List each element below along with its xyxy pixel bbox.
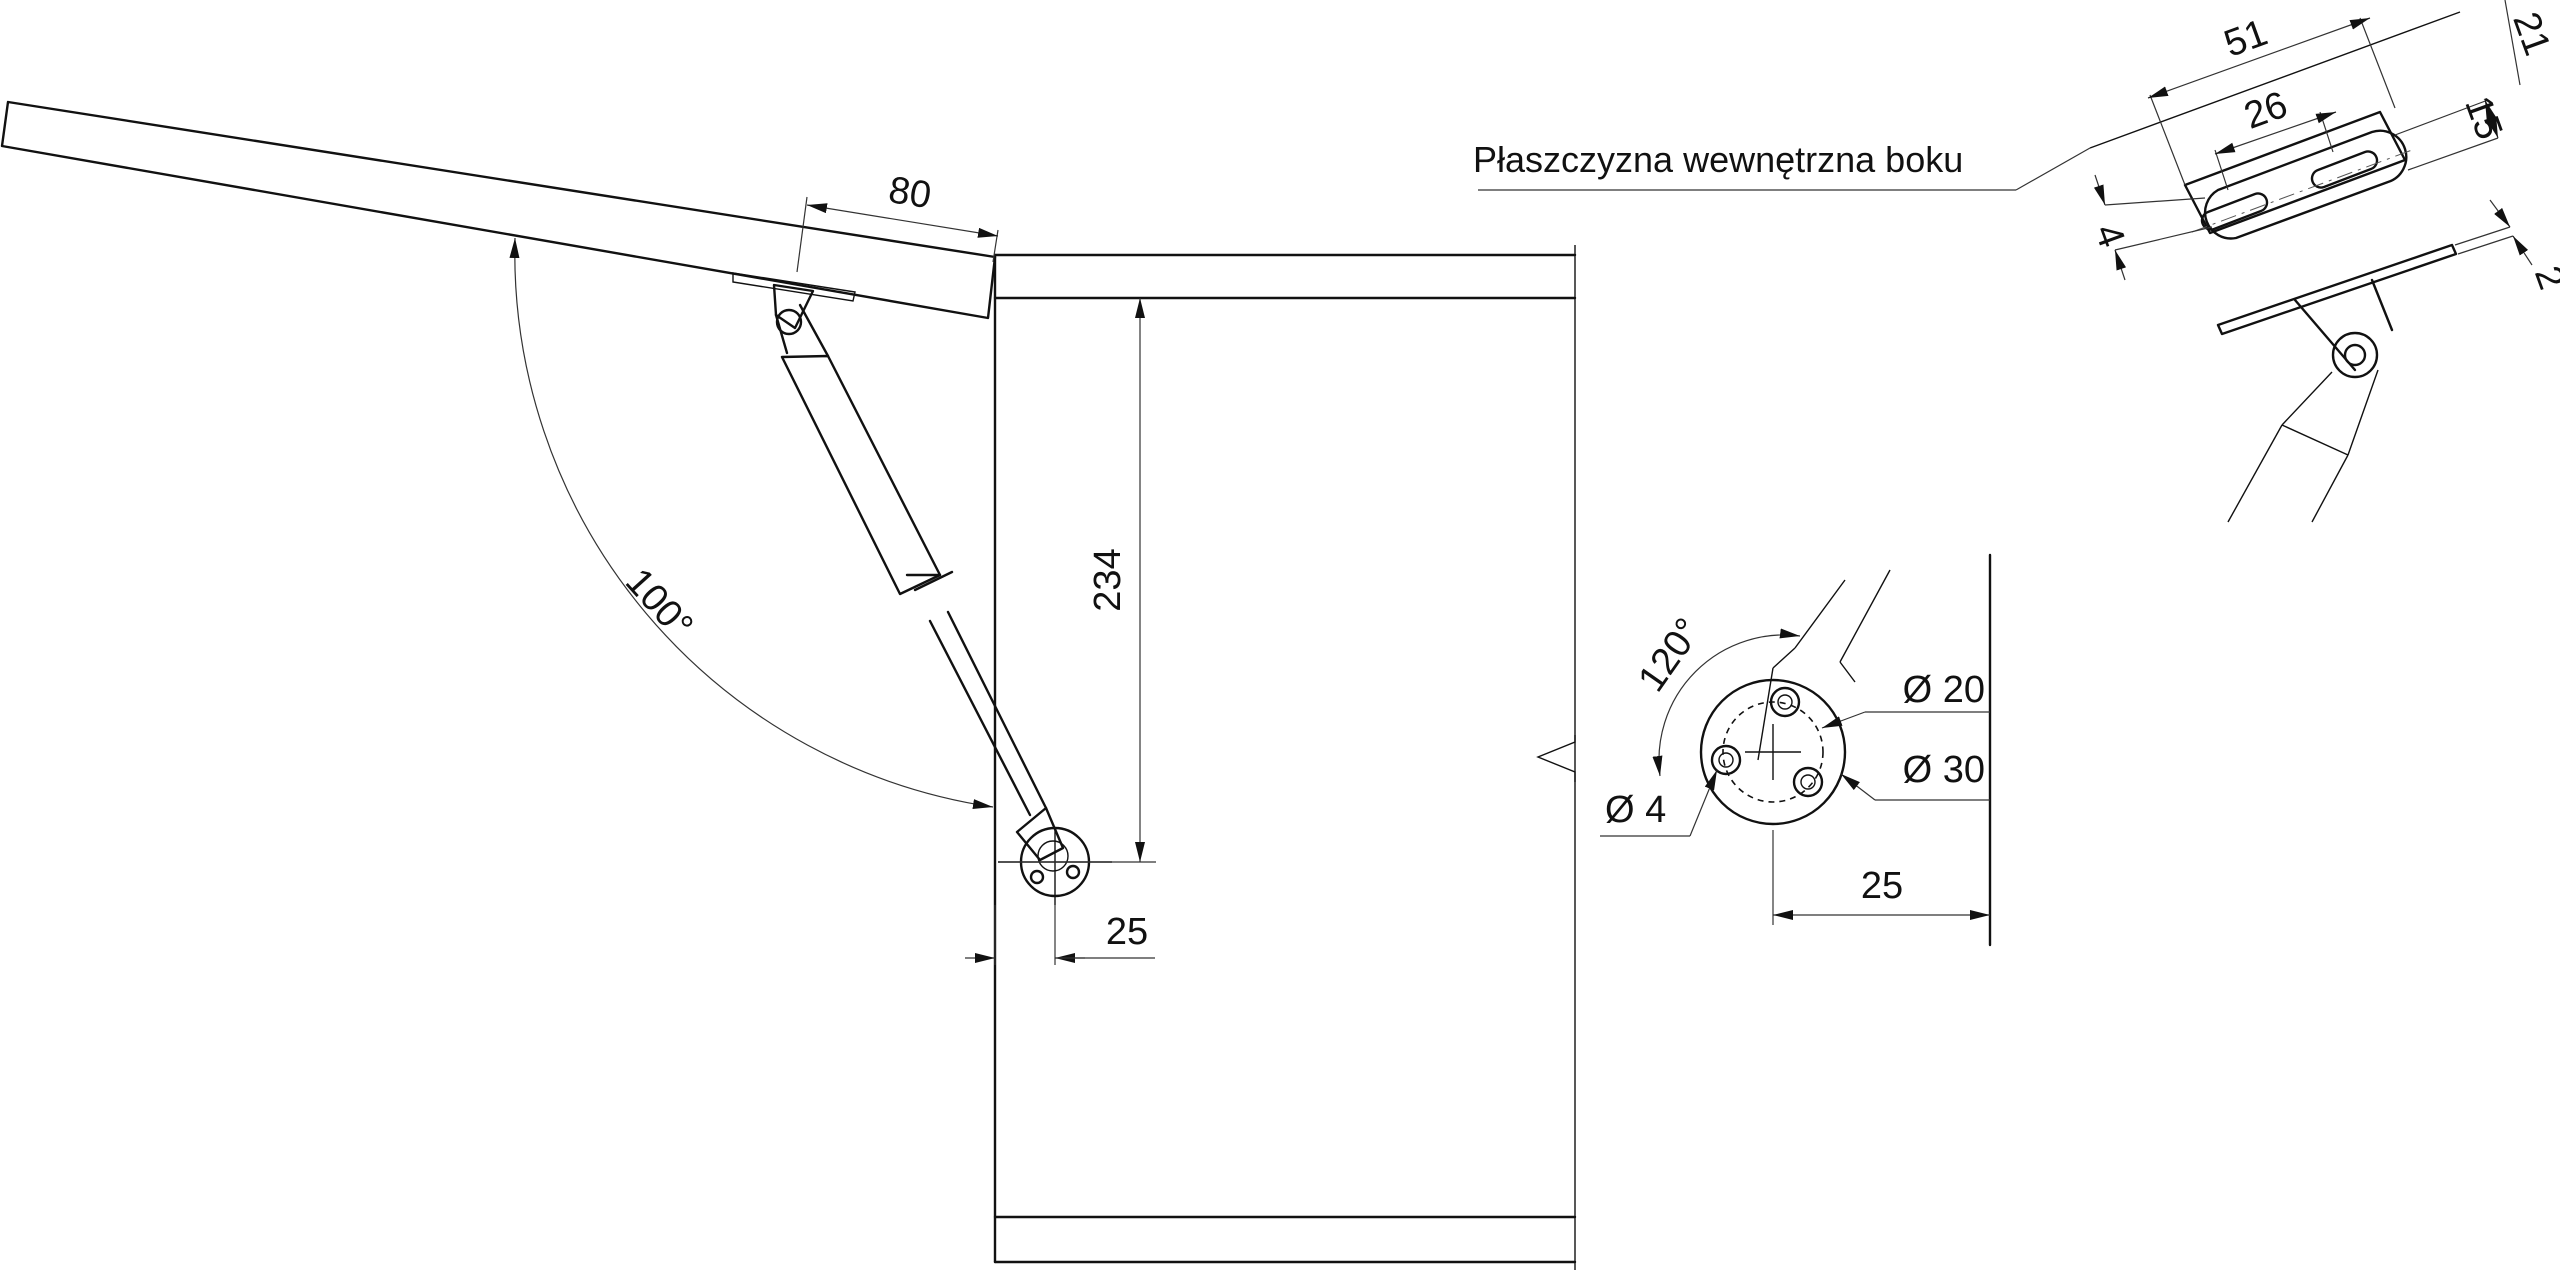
gas-strut bbox=[774, 303, 1048, 817]
dimension-pivot-offset-main: 25 bbox=[965, 905, 1155, 965]
bracket-plate-top-view bbox=[2183, 110, 2413, 240]
dimension-pitch-diameter: Ø 20 bbox=[1821, 669, 1990, 729]
crosshair-icon bbox=[998, 828, 1112, 905]
inner-side-plane-caption: Płaszczyzna wewnętrzna boku bbox=[1473, 139, 1963, 180]
dimension-label-pitch-diameter: Ø 20 bbox=[1903, 669, 1985, 711]
dimension-label-pivot-offset-main: 25 bbox=[1106, 911, 1148, 953]
cabinet-side-panel bbox=[993, 245, 1577, 1270]
dimension-slot-spacing: 26 bbox=[2214, 84, 2337, 191]
dimension-label-plate-inner-width: 15 bbox=[2456, 91, 2510, 145]
detail-hole-left bbox=[1710, 744, 1742, 776]
plate-detail-view: Płaszczyzna wewnętrzna boku 51 26 bbox=[1473, 0, 2560, 523]
dimension-label-plate-thickness: 2 bbox=[2526, 261, 2560, 295]
detail-strut-stub bbox=[1757, 569, 1891, 761]
dimension-slot-width: 4 bbox=[2086, 174, 2213, 281]
pivot-detail-view: 120° Ø 20 Ø 30 Ø 4 25 bbox=[1600, 553, 1992, 947]
detail-hole-bottom-right bbox=[1792, 766, 1824, 798]
main-view: 80 234 100° 25 bbox=[0, 100, 1577, 1270]
dimension-pivot-offset-detail: 25 bbox=[1772, 830, 1990, 925]
dimension-label-mount-angle: 120° bbox=[1630, 611, 1709, 699]
dimension-plate-thickness: 2 bbox=[2454, 199, 2560, 295]
cabinet-flap bbox=[0, 100, 997, 320]
pivot-base bbox=[998, 806, 1112, 905]
dimension-cabinet-height: 234 bbox=[1000, 298, 1156, 863]
dimension-label-flap-offset: 80 bbox=[886, 169, 934, 217]
dimension-label-opening-angle: 100° bbox=[617, 561, 701, 648]
detail-hole-top bbox=[1769, 686, 1801, 718]
dimension-plate-inner-width: 15 bbox=[2394, 91, 2510, 171]
dimension-label-pivot-offset-detail: 25 bbox=[1861, 865, 1903, 907]
flap-bracket bbox=[732, 272, 856, 336]
zigzag-break-icon bbox=[1536, 735, 1576, 782]
dimension-label-base-diameter: Ø 30 bbox=[1903, 749, 1985, 791]
dimension-label-hole-diameter: Ø 4 bbox=[1605, 789, 1666, 831]
dimension-label-plate-length: 51 bbox=[2219, 12, 2273, 66]
dimension-label-plate-width: 21 bbox=[2504, 7, 2558, 61]
dimension-label-cabinet-height: 234 bbox=[1087, 548, 1129, 611]
dimension-opening-angle: 100° bbox=[509, 237, 994, 810]
dimension-base-diameter: Ø 30 bbox=[1840, 749, 1990, 801]
dimension-hole-diameter: Ø 4 bbox=[1600, 769, 1718, 837]
dimension-plate-width: 21 bbox=[2504, 0, 2558, 86]
crosshair-icon bbox=[1745, 724, 1801, 780]
bracket-plate-side-view bbox=[2216, 243, 2458, 523]
dimension-flap-offset: 80 bbox=[796, 169, 999, 273]
